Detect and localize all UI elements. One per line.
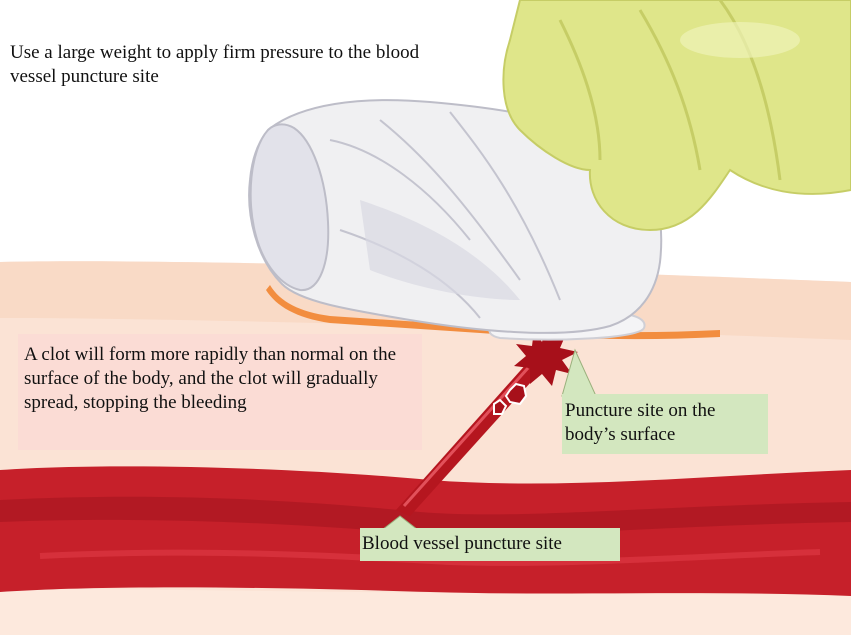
clot-note-text: A clot will form more rapidly than norma… [24, 343, 424, 415]
instruction-text: Use a large weight to apply firm pressur… [10, 41, 470, 89]
vessel-puncture-label: Blood vessel puncture site [362, 532, 620, 556]
glove-highlight [680, 22, 800, 58]
skin-lower-band [0, 588, 851, 635]
surface-puncture-label: Puncture site on the body’s surface [565, 399, 765, 447]
